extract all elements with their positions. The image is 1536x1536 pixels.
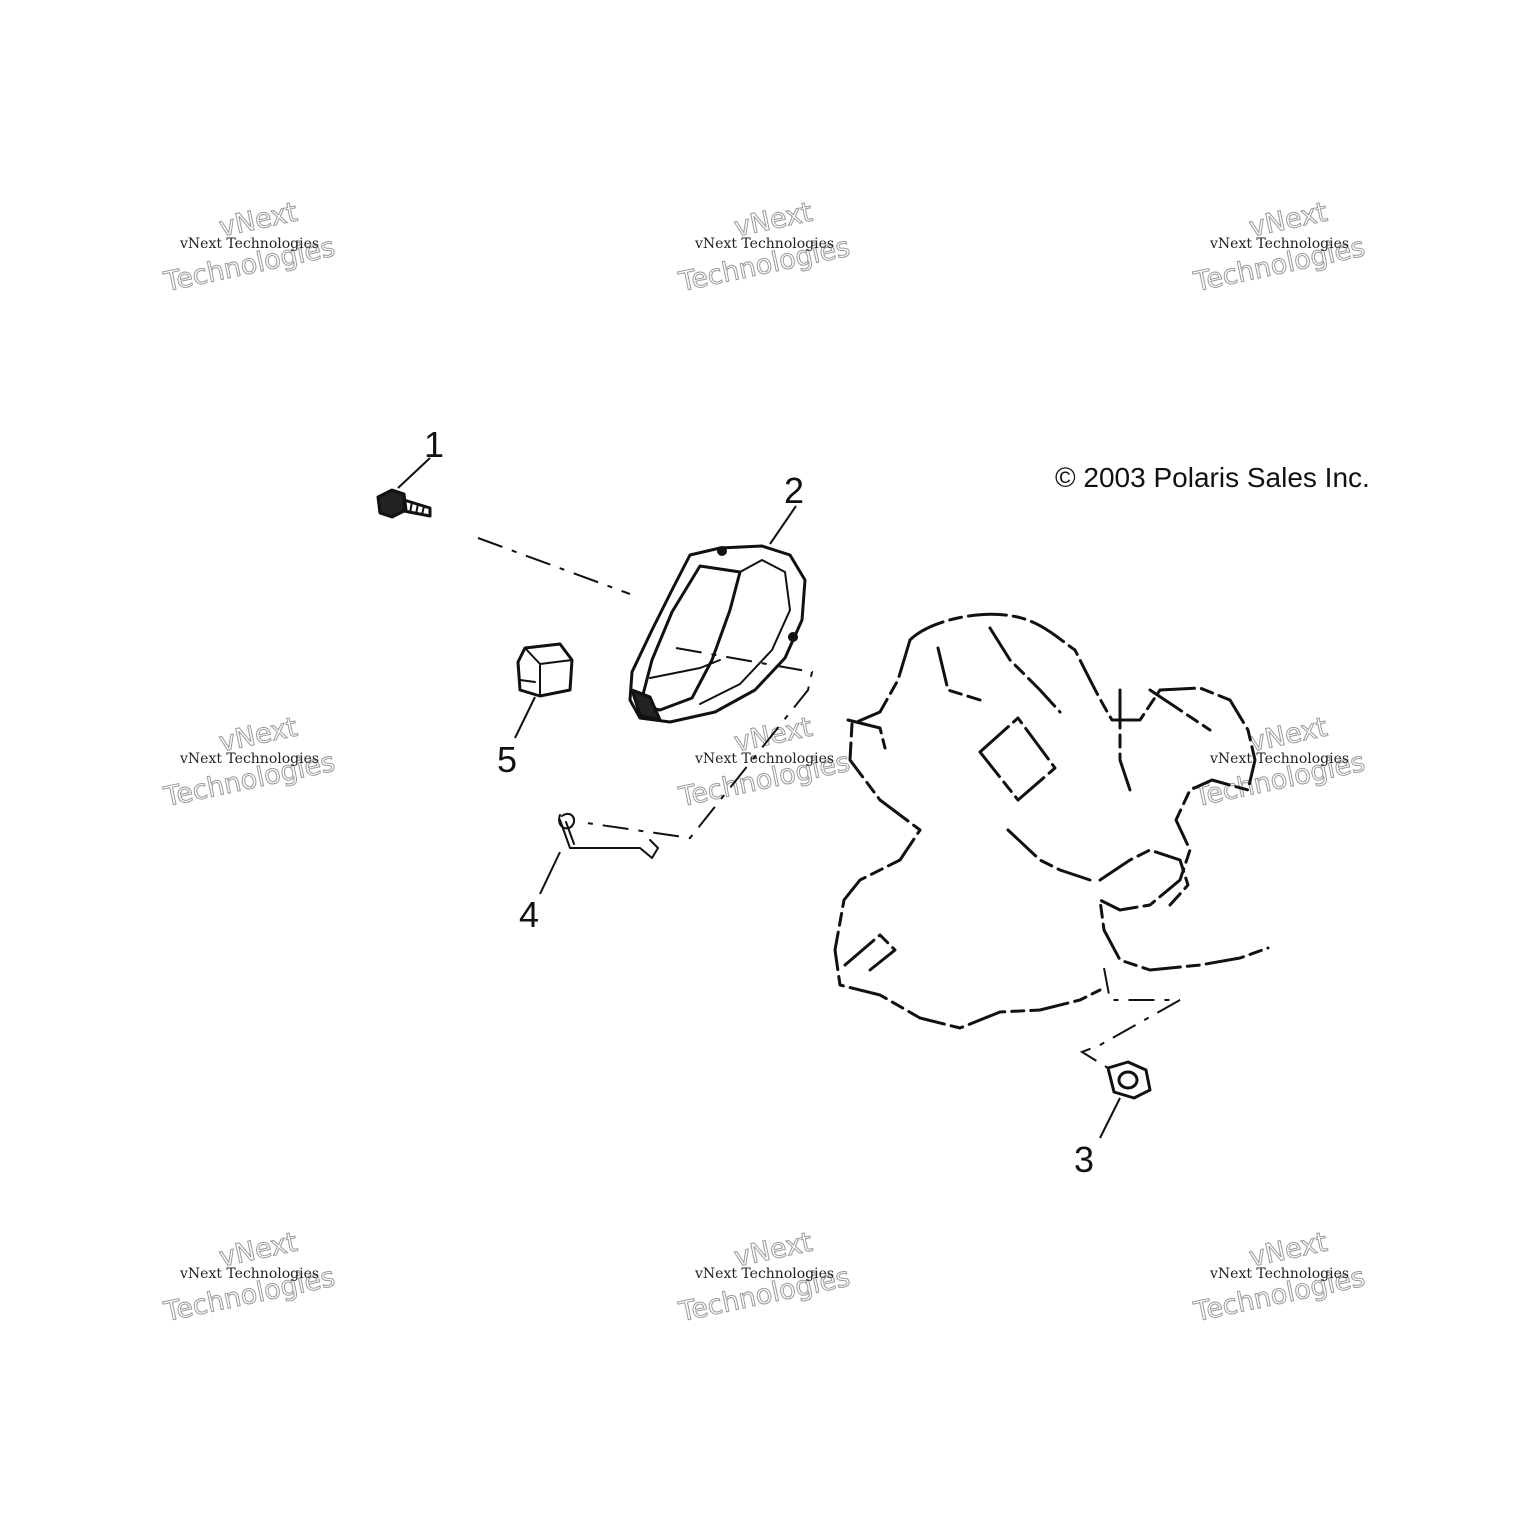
watermark-small-line: vNext Technologies	[694, 1266, 834, 1282]
callout-2: 2	[784, 470, 804, 511]
watermark-small-line: vNext Technologies	[694, 751, 834, 767]
watermark-small-line: vNext Technologies	[1209, 751, 1349, 767]
part-2-cover	[628, 505, 807, 724]
watermark-small-line: vNext Technologies	[1209, 236, 1349, 252]
watermark-small-line: vNext Technologies	[1209, 1266, 1349, 1282]
copyright-text: © 2003 Polaris Sales Inc.	[1055, 462, 1370, 493]
callout-5: 5	[497, 739, 517, 780]
part-1-bolt	[376, 457, 432, 519]
callout-4: 4	[519, 894, 539, 935]
part-3-nut	[1099, 1060, 1152, 1139]
engine-housing	[833, 612, 1270, 1030]
watermark-small-line: vNext Technologies	[179, 751, 319, 767]
assembly-lines	[477, 537, 1181, 1069]
watermark-small-line: vNext Technologies	[179, 236, 319, 252]
part-5-block	[514, 642, 574, 739]
watermark-small-line: vNext Technologies	[694, 236, 834, 252]
watermark-small-line: vNext Technologies	[179, 1266, 319, 1282]
part-4-spring	[539, 812, 659, 895]
callout-3: 3	[1074, 1139, 1094, 1180]
callout-1: 1	[424, 424, 444, 465]
